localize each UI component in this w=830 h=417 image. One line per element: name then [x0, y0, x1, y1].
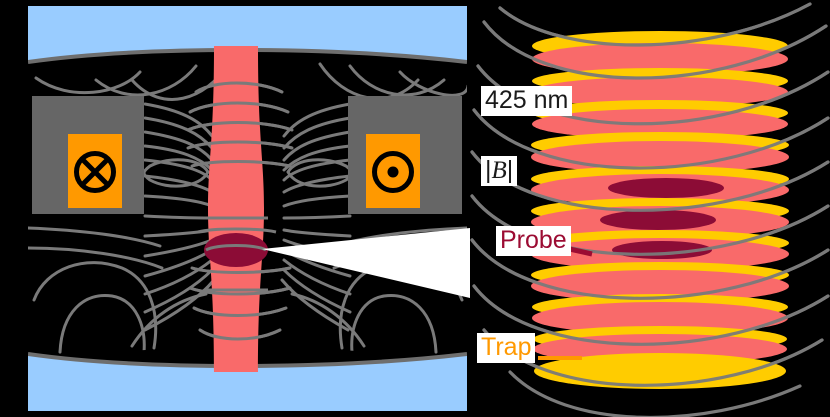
right-panel-magnified-lattice: 425 nm |B| Probe Trap: [470, 0, 830, 417]
probe-layer: [532, 302, 788, 334]
field-line: [189, 101, 289, 114]
probe-beam: [208, 46, 264, 372]
field-line: [348, 64, 446, 97]
field-line: [282, 102, 352, 138]
field-line: [143, 130, 214, 162]
field-line: [280, 278, 350, 332]
probe-focus-ellipse: [204, 233, 268, 267]
left-panel-svg: [28, 6, 470, 411]
field-line: [282, 116, 352, 150]
field-contour: [470, 238, 830, 300]
top-window: [28, 6, 467, 62]
label-trap: Trap: [477, 333, 536, 363]
field-line: [290, 292, 366, 348]
probe-beam-group: [208, 46, 264, 372]
label-wavelength: 425 nm: [481, 86, 573, 116]
field-line: [398, 70, 467, 97]
field-line: [130, 292, 208, 348]
field-line: [197, 227, 277, 234]
label-field-magnitude-text: |B|: [485, 156, 514, 184]
field-contour: [498, 2, 812, 47]
left-panel-cross-section: [28, 6, 470, 411]
field-line: [191, 266, 291, 274]
label-probe: Probe: [496, 226, 571, 256]
field-line: [143, 258, 214, 296]
field-line: [58, 294, 146, 354]
field-line: [195, 81, 283, 94]
probe-layer: [532, 77, 788, 107]
field-line: [28, 246, 164, 270]
lattice-stack: [531, 31, 789, 389]
field-contour: [482, 20, 828, 80]
field-line-over-beam-group: [187, 81, 293, 341]
probe-core: [600, 210, 716, 230]
field-line: [282, 130, 352, 162]
coil-right: [348, 96, 462, 214]
field-line: [28, 226, 162, 248]
field-line: [187, 140, 293, 150]
magnifier-cone: [262, 228, 470, 298]
field-line: [143, 102, 214, 138]
field-line: [282, 194, 352, 208]
field-line: [205, 244, 267, 252]
field-line: [350, 294, 438, 354]
label-trap-text: Trap: [481, 333, 532, 361]
field-line: [282, 214, 352, 220]
field-line: [193, 306, 287, 317]
field-line: [143, 144, 214, 172]
label-probe-text: Probe: [500, 226, 567, 254]
field-line: [191, 160, 291, 168]
field-line: [189, 286, 291, 296]
field-contour: [472, 284, 830, 346]
field-line: [199, 328, 281, 341]
label-field-magnitude: |B|: [481, 156, 518, 186]
dot-in-circle-icon: [372, 151, 414, 193]
probe-core: [608, 178, 724, 198]
field-line: [282, 258, 352, 296]
bottom-window: [28, 354, 467, 411]
field-line: [282, 228, 352, 238]
field-contour: [508, 370, 802, 417]
field-contour: [472, 108, 830, 170]
field-line: [282, 158, 352, 182]
field-line: [187, 121, 293, 132]
trap-layer: [534, 353, 786, 389]
field-line: [282, 174, 352, 194]
right-panel-svg: [470, 0, 830, 417]
cross-in-circle-icon: [74, 151, 116, 193]
field-contour: [470, 194, 830, 256]
label-wavelength-text: 425 nm: [485, 86, 569, 114]
field-line: [142, 158, 210, 188]
field-line: [282, 268, 352, 314]
field-line: [32, 261, 158, 350]
probe-layer: [531, 270, 789, 302]
coil-left: [32, 96, 144, 214]
